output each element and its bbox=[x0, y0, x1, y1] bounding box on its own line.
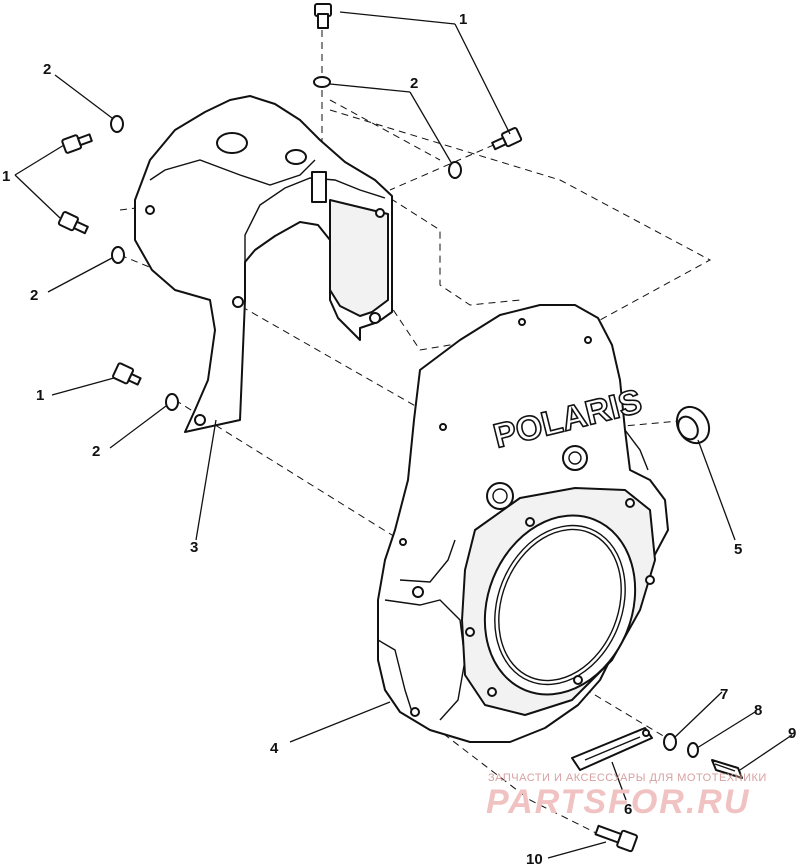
washer-icon bbox=[663, 733, 677, 751]
callout-part-1: 1 bbox=[36, 387, 44, 404]
bolt-icon bbox=[57, 211, 89, 235]
lock-washer-icon bbox=[687, 742, 699, 758]
bolt-icon bbox=[314, 3, 332, 29]
callout-part-10: 10 bbox=[526, 851, 543, 864]
washer-icon bbox=[448, 161, 462, 179]
upper-shroud-part-3 bbox=[134, 95, 393, 433]
callout-numbers: 1 2 2 1 2 1 2 3 4 5 6 7 8 9 10 bbox=[2, 11, 796, 864]
callout-part-1: 1 bbox=[2, 168, 10, 185]
watermark-tagline: ЗАПЧАСТИ И АКСЕССУАРЫ ДЛЯ МОТОТЕХНИКИ bbox=[488, 772, 767, 784]
strap-icon bbox=[571, 727, 653, 771]
callout-part-9: 9 bbox=[788, 725, 796, 742]
bolt-icon bbox=[491, 127, 523, 151]
callout-part-2: 2 bbox=[43, 61, 51, 78]
hardware bbox=[57, 3, 743, 853]
callout-part-2: 2 bbox=[30, 287, 38, 304]
watermark: ЗАПЧАСТИ И АКСЕССУАРЫ ДЛЯ МОТОТЕХНИКИ PA… bbox=[486, 772, 767, 821]
callout-part-8: 8 bbox=[754, 702, 762, 719]
callout-part-5: 5 bbox=[734, 541, 742, 558]
watermark-logo: PARTSFOR.RU bbox=[486, 783, 750, 821]
washer-icon bbox=[110, 115, 124, 133]
callout-part-6: 6 bbox=[624, 801, 632, 818]
callout-part-4: 4 bbox=[270, 740, 279, 757]
callout-part-3: 3 bbox=[190, 539, 198, 556]
washer-icon bbox=[165, 393, 179, 411]
bolt-icon bbox=[61, 133, 93, 154]
washer-icon bbox=[313, 76, 331, 88]
callout-part-7: 7 bbox=[720, 686, 728, 703]
callout-part-1: 1 bbox=[459, 11, 467, 28]
washer-icon bbox=[111, 246, 125, 264]
leader-lines bbox=[14, 11, 793, 859]
bolt-icon bbox=[112, 362, 142, 386]
bolt-icon bbox=[711, 759, 743, 779]
callout-part-2: 2 bbox=[92, 443, 100, 460]
bolt-icon bbox=[594, 824, 638, 853]
blower-housing-part-4: POLARIS bbox=[377, 304, 669, 743]
callout-part-2: 2 bbox=[410, 75, 418, 92]
grommet-icon bbox=[675, 405, 711, 445]
